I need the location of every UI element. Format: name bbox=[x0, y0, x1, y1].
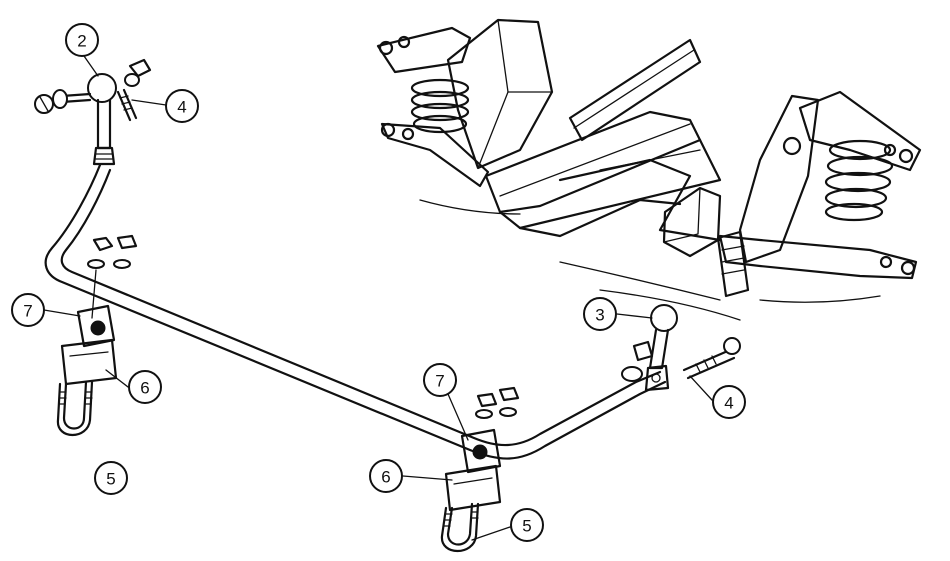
left-nut-stack bbox=[87, 234, 138, 319]
leader-lines bbox=[43, 55, 713, 541]
stabilizer-bar bbox=[44, 163, 667, 460]
left-link-hardware bbox=[116, 58, 152, 122]
callout-2-top-left: 2 bbox=[65, 23, 99, 57]
callout-4-right: 4 bbox=[712, 385, 746, 419]
callout-5-left: 5 bbox=[94, 461, 128, 495]
left-bushing-clamp bbox=[56, 304, 118, 436]
callout-label: 5 bbox=[106, 470, 115, 489]
callout-label: 4 bbox=[177, 98, 186, 117]
callout-4-top-left: 4 bbox=[165, 89, 199, 123]
left-end-link bbox=[34, 73, 117, 166]
callout-label: 6 bbox=[140, 379, 149, 398]
callout-6-left: 6 bbox=[128, 370, 162, 404]
right-bushing-clamp bbox=[440, 428, 502, 552]
callout-label: 4 bbox=[724, 394, 733, 413]
right-nut-stack bbox=[475, 386, 520, 419]
right-end-link bbox=[621, 304, 741, 392]
callout-label: 5 bbox=[522, 517, 531, 536]
callout-6-center: 6 bbox=[369, 459, 403, 493]
callout-label: 2 bbox=[77, 32, 86, 51]
callout-3-right: 3 bbox=[583, 297, 617, 331]
callout-label: 7 bbox=[435, 372, 444, 391]
front-suspension-frame bbox=[376, 18, 922, 321]
callout-7-left: 7 bbox=[11, 293, 45, 327]
callout-7-center: 7 bbox=[423, 363, 457, 397]
callout-label: 7 bbox=[23, 302, 32, 321]
callout-label: 3 bbox=[595, 306, 604, 325]
callout-label: 6 bbox=[381, 468, 390, 487]
callout-5-center: 5 bbox=[510, 508, 544, 542]
